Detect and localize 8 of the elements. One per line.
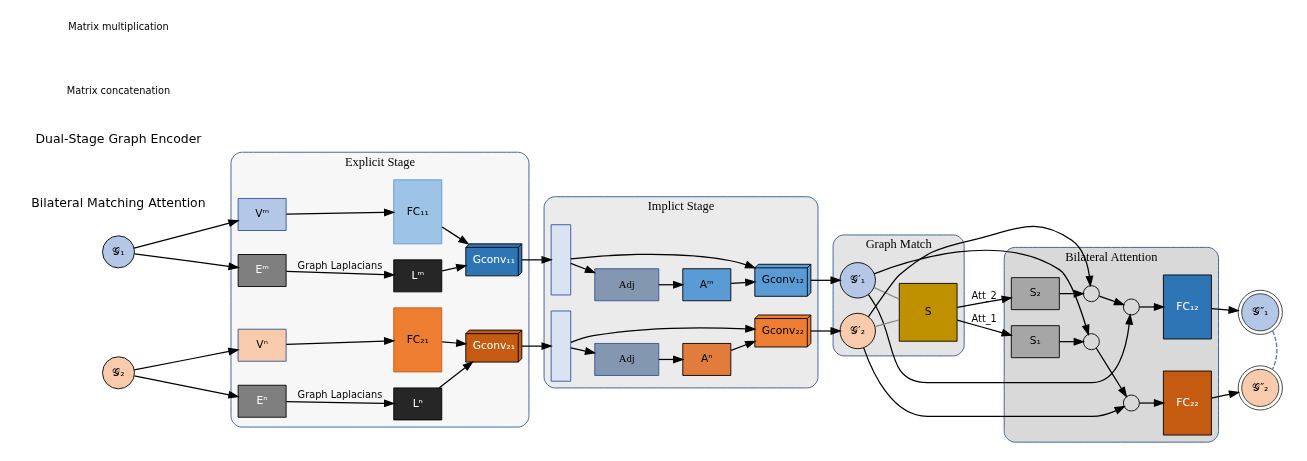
- edge-label: Att_1: [971, 312, 997, 324]
- edge-label: Graph Laplacians: [297, 389, 382, 401]
- label: Dual-Stage Graph Encoder: [35, 131, 201, 147]
- legend-label: Matrix concatenation: [66, 85, 170, 97]
- edge-label: Graph Laplacians: [297, 260, 382, 272]
- legend-label: Matrix multiplication: [67, 21, 169, 33]
- edge-label: Att_2: [971, 289, 997, 301]
- label: Bilateral Matching Attention: [30, 195, 206, 211]
